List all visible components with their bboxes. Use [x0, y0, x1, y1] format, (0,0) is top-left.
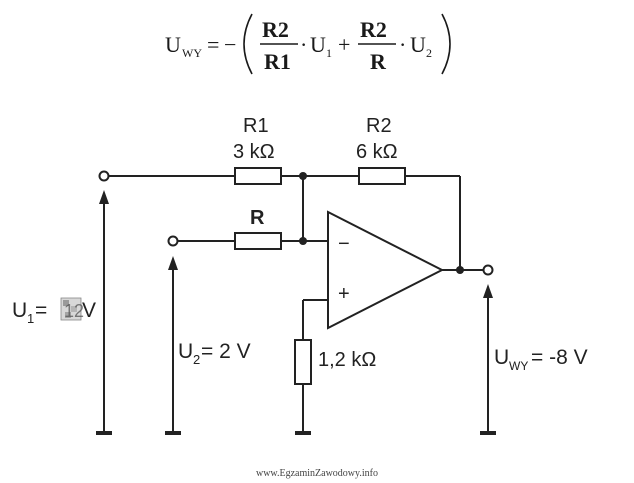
formula-right-paren: [441, 13, 451, 75]
junctions: [299, 172, 464, 274]
label-rg-value: 1,2 kΩ: [318, 349, 376, 371]
u1-value-text: 12: [64, 301, 84, 321]
formula-term1-numerator: R2: [262, 17, 289, 42]
terminal-u1: [98, 170, 110, 182]
arrow-uwy-head: [483, 284, 493, 298]
label-u2-sub: 2: [193, 352, 200, 367]
arrow-u2-head: [168, 256, 178, 270]
resistor-r1: [234, 167, 282, 185]
formula-term1-var-sub: 1: [326, 46, 332, 60]
label-r-name: R: [250, 207, 265, 229]
formula-term2-var-sub: 2: [426, 46, 432, 60]
formula-lhs: U: [165, 32, 181, 57]
formula-minus: −: [224, 32, 236, 57]
label-r2-value: 6 kΩ: [356, 141, 398, 163]
label-r1-name: R1: [243, 115, 269, 137]
op-amp-noninverting-sign: +: [338, 283, 350, 305]
junction-top: [299, 172, 307, 180]
junction-output: [456, 266, 464, 274]
formula-term2-numerator: R2: [360, 17, 387, 42]
resistor-r: [234, 232, 282, 250]
formula-lhs-sub: WY: [182, 46, 202, 60]
terminal-u2: [167, 235, 179, 247]
label-r1-value: 3 kΩ: [233, 141, 275, 163]
label-u1-sub: 1: [27, 311, 34, 326]
resistor-rg: [294, 339, 312, 385]
wires: [108, 175, 484, 432]
u1-value-obscured: 12: [60, 297, 84, 321]
formula-dot-2: ·: [399, 32, 406, 57]
label-uwy-main: U: [494, 346, 509, 369]
label-u2-main: U: [178, 340, 193, 363]
label-u1-eq: =: [35, 299, 47, 322]
op-amp-inverting-sign: −: [338, 233, 350, 255]
resistor-r2: [358, 167, 406, 185]
formula-term1-var: U: [310, 32, 326, 57]
formula-plus: +: [338, 32, 350, 57]
op-amp: − +: [327, 210, 445, 330]
label-uwy-sub: WY: [509, 359, 528, 373]
formula-term1-denominator: R1: [264, 49, 291, 74]
terminals: [98, 170, 494, 276]
formula-term2-denominator: R: [370, 49, 387, 74]
component-labels: R1 3 kΩ R2 6 kΩ R 1,2 kΩ: [233, 115, 398, 371]
watermark-text: www.EgzaminZawodowy.info: [256, 468, 378, 479]
resistors: [234, 167, 406, 385]
label-r2-name: R2: [366, 115, 392, 137]
formula-dot-1: ·: [300, 32, 307, 57]
label-uwy-rest: = -8 V: [531, 346, 588, 369]
op-amp-triangle: [327, 210, 445, 330]
formula-term2-var: U: [410, 32, 426, 57]
terminal-output: [482, 264, 494, 276]
label-u2-rest: = 2 V: [201, 340, 251, 363]
formula-left-paren: [243, 13, 253, 75]
voltage-arrows: [99, 190, 493, 432]
formula-equals: =: [207, 32, 219, 57]
junction-inverting: [299, 237, 307, 245]
voltage-labels: U 1 = 12 V U 2 = 2 V U WY = -8 V: [12, 297, 588, 373]
formula: U WY = − R2 R1 · U 1 + R2 R · U 2: [165, 13, 451, 75]
arrow-u1-head: [99, 190, 109, 204]
label-u1-main: U: [12, 299, 27, 322]
label-u1-unit: V: [82, 299, 96, 322]
